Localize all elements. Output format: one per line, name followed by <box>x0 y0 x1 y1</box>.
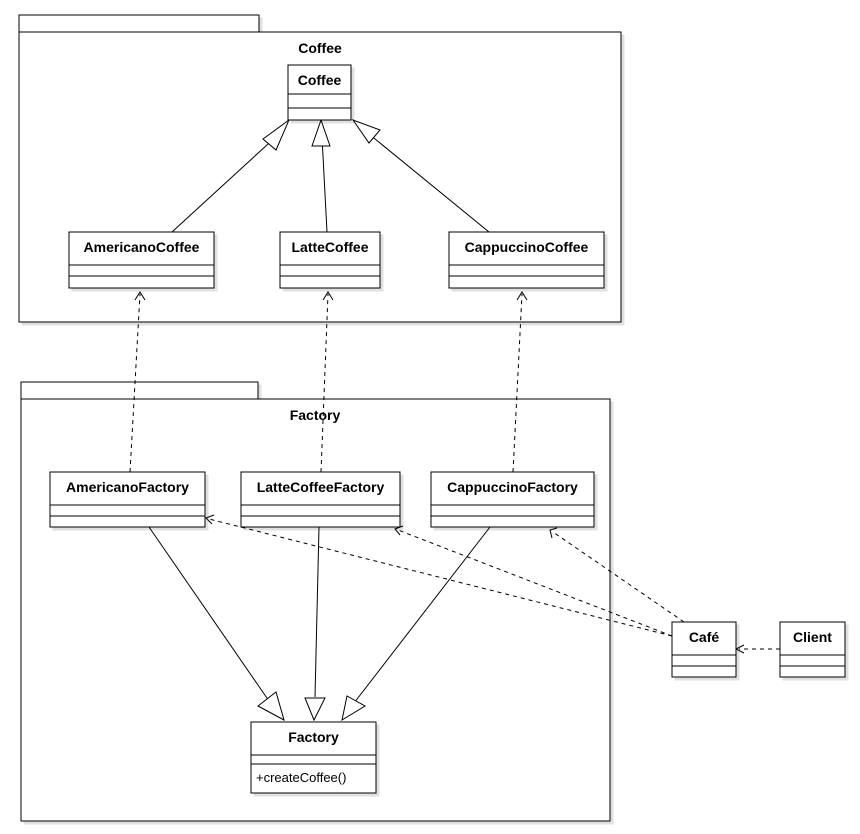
inheritance-arrow-icon <box>257 691 285 722</box>
class-cafe[interactable]: Café <box>671 621 737 678</box>
inheritance-arrow-icon <box>311 118 331 147</box>
dependency-cappuccino-factory-coffee <box>512 293 523 473</box>
dependency-arrow-icon <box>322 291 334 301</box>
class-latte-coffee[interactable]: LatteCoffee <box>279 231 381 289</box>
class-latte-coffee-factory[interactable]: LatteCoffeeFactory <box>240 471 401 528</box>
dependency-americano-factory-coffee <box>129 293 141 473</box>
class-cappuccino-factory-name: CappuccinoFactory <box>447 479 578 495</box>
inheritance-arrow-icon <box>341 695 366 722</box>
class-factory-method: +createCoffee() <box>256 770 346 785</box>
class-factory[interactable]: Factory +createCoffee() <box>250 721 377 794</box>
class-americano-coffee[interactable]: AmericanoCoffee <box>68 231 215 289</box>
generalization-americano-coffee <box>171 132 281 233</box>
generalization-latte-factory <box>314 526 320 698</box>
inheritance-arrow-icon <box>262 118 291 151</box>
generalization-latte-coffee <box>321 136 328 233</box>
class-coffee-name: Coffee <box>298 72 342 88</box>
dependency-arrow-icon <box>549 527 558 539</box>
dependency-cafe-latte-factory <box>397 529 673 637</box>
inheritance-arrow-icon <box>304 697 326 722</box>
package-factory-title: Factory <box>290 407 341 423</box>
generalization-americano-factory <box>148 526 270 702</box>
class-latte-coffee-name: LatteCoffee <box>291 239 368 255</box>
inheritance-arrow-icon <box>351 118 381 144</box>
class-cafe-name: Café <box>689 629 720 645</box>
class-coffee[interactable]: Coffee <box>287 64 352 121</box>
class-client[interactable]: Client <box>779 621 846 678</box>
class-cappuccino-coffee[interactable]: CappuccinoCoffee <box>448 231 605 289</box>
dependency-arrow-icon <box>205 514 215 525</box>
package-coffee-title: Coffee <box>298 40 342 56</box>
generalization-cappuccino-coffee <box>368 133 490 233</box>
relationships <box>129 118 780 722</box>
class-americano-factory[interactable]: AmericanoFactory <box>49 471 206 528</box>
class-americano-coffee-name: AmericanoCoffee <box>84 239 200 255</box>
class-client-name: Client <box>793 629 832 645</box>
class-americano-factory-name: AmericanoFactory <box>66 479 189 495</box>
dependency-cafe-cappuccino-factory <box>552 531 685 623</box>
class-latte-coffee-factory-name: LatteCoffeeFactory <box>257 479 385 495</box>
dependency-arrow-icon <box>516 291 528 301</box>
dependency-latte-factory-coffee <box>320 293 329 473</box>
class-cappuccino-factory[interactable]: CappuccinoFactory <box>430 471 595 528</box>
class-cappuccino-coffee-name: CappuccinoCoffee <box>465 239 589 255</box>
dependency-arrow-icon <box>134 291 146 301</box>
class-factory-name: Factory <box>288 729 339 745</box>
